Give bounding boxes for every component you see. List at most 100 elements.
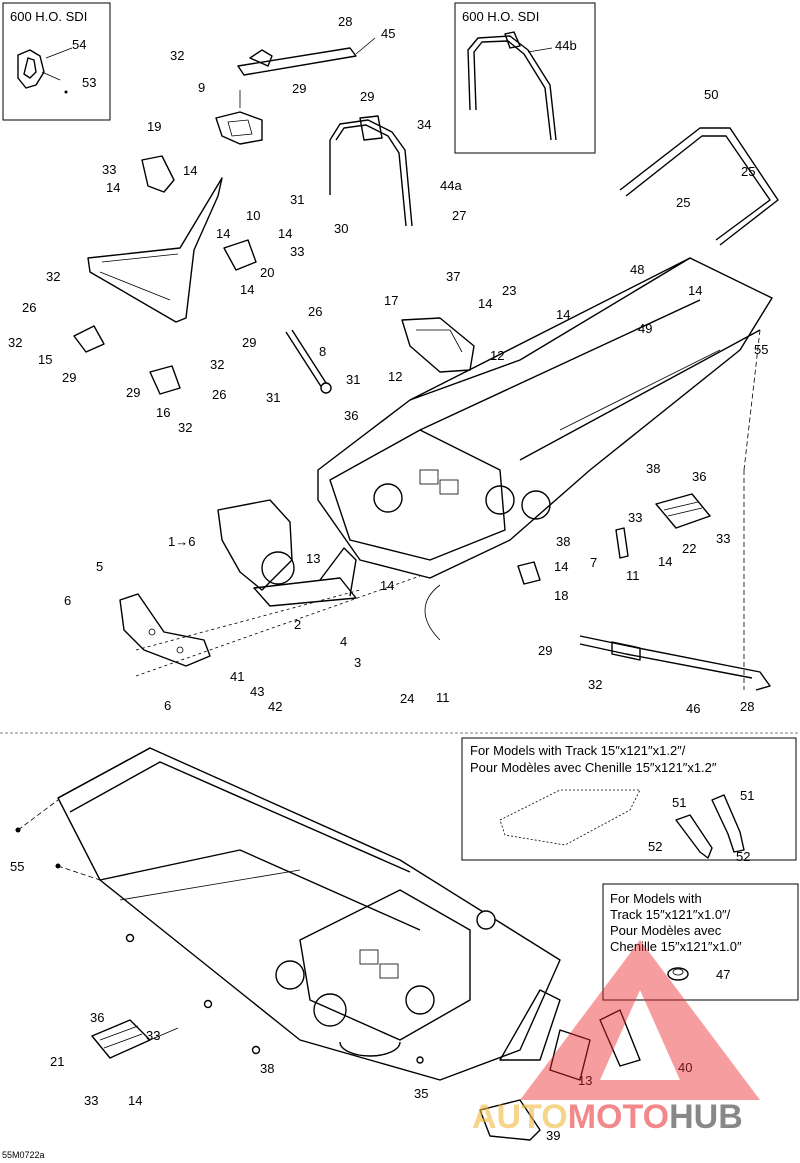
part-44a-hoop [329,115,413,227]
part-17-bracket [401,317,475,373]
callout-label: 53 [82,75,96,90]
callout-label: 55 [754,342,768,357]
callout-label: 43 [250,684,264,699]
part-22-footrest [655,493,711,529]
part-15-16-mounts [73,325,181,395]
callout-labels: 54 53 28 45 32 29 9 50 44b 29 34 19 33 1… [8,14,768,1143]
inset-box-top-left: 600 H.O. SDI [2,2,111,121]
part-18-bracket [517,561,541,585]
callout-label: 32 [210,357,224,372]
callout-label: 6 [64,593,71,608]
callout-label: 14 [106,180,120,195]
callout-label: 36 [344,408,358,423]
callout-label: 23 [502,283,516,298]
callout-label: 12 [490,348,504,363]
part-39-40-13-lower [479,989,641,1141]
inset-box-top-right: 600 H.O. SDI [454,2,596,154]
callout-label: 14 [380,578,394,593]
callout-label: 14 [688,283,702,298]
callout-label: 32 [46,269,60,284]
callout-label: 22 [682,541,696,556]
callout-label: 19 [147,119,161,134]
inset-title-left: 600 H.O. SDI [10,9,87,24]
callout-label: 11 [626,568,640,583]
inset-box-track-12: For Models with Track 15″x121″x1.2″/ Pou… [461,737,797,861]
callout-label: 10 [246,208,260,223]
callout-label: 13 [578,1073,592,1088]
callout-label: 24 [400,691,414,706]
part-21-footrest [91,1019,179,1059]
inset-box-track-10: For Models with Track 15″x121″x1.0″/ Pou… [602,883,799,1001]
callout-label: 29 [360,89,374,104]
part-7-bracket [615,527,629,559]
callout-label: 33 [84,1093,98,1108]
callout-label: 7 [590,555,597,570]
part-55-bolts [15,799,101,881]
callout-label: 33 [716,531,730,546]
callout-label: 26 [22,300,36,315]
callout-label: 35 [414,1086,428,1101]
callout-label: 45 [381,26,395,41]
callout-label: 38 [260,1061,274,1076]
svg-text:AUTOMOTOHUB: AUTOMOTOHUB [472,1098,743,1136]
watermark-text-moto: MOTO [568,1098,669,1136]
callout-label: 28 [740,699,754,714]
callout-label: 40 [678,1060,692,1075]
callout-label: 12 [388,369,402,384]
callout-label: 29 [538,643,552,658]
callout-label: 32 [170,48,184,63]
callout-label: 14 [556,307,570,322]
part-8-strut [285,329,332,394]
part-1-6-bracket [217,499,357,607]
callout-label: 52 [736,849,750,864]
inset-title-right: 600 H.O. SDI [462,9,539,24]
callout-label: 41 [230,669,244,684]
callout-label: 32 [588,677,602,692]
callout-label: 26 [308,304,322,319]
callout-label: 38 [646,461,660,476]
callout-label: 36 [90,1010,104,1025]
callout-label: 25 [676,195,690,210]
callout-label: 51 [740,788,754,803]
callout-label: 5 [96,559,103,574]
callout-label: 47 [716,967,730,982]
callout-label: 44b [555,38,577,53]
callout-label: 11 [436,690,450,705]
watermark-logo: AUTOMOTOHUB [472,940,760,1136]
callout-label: 46 [686,701,700,716]
part-5-plate [119,593,211,667]
part-46-rod [579,635,771,691]
callout-label: 54 [72,37,86,52]
callout-label: 51 [672,795,686,810]
callout-label: 14 [278,226,292,241]
callout-label: 38 [556,534,570,549]
callout-label: 26 [212,387,226,402]
callout-label: 34 [417,117,431,132]
part-45-crossbar [237,37,376,76]
callout-label: 3 [354,655,361,670]
track10-note-line2: Track 15″x121″x1.0″/ [610,907,731,922]
track12-note-line1: For Models with Track 15″x121″x1.2″/ [470,743,686,758]
callout-label: 49 [638,321,652,336]
part-50-bumper [619,127,779,246]
callout-label: 31 [346,372,360,387]
callout-label: 29 [292,81,306,96]
callout-label: 4 [340,634,347,649]
document-id: 55M0722a [2,1150,45,1160]
callout-label: 29 [242,335,256,350]
callout-label: 14 [183,163,197,178]
part-9-bracket [215,90,263,145]
callout-label: 50 [704,87,718,102]
part-10-aframe [87,155,223,323]
callout-label: 18 [554,588,568,603]
watermark-text-hub: HUB [669,1098,743,1136]
track10-note-line4: Chenille 15″x121″x1.0″ [610,939,742,954]
callout-label: 29 [126,385,140,400]
callout-label: 14 [554,559,568,574]
callout-label: 15 [38,352,52,367]
watermark-text-auto: AUTO [472,1098,568,1136]
callout-label: 32 [178,420,192,435]
track12-note-line2: Pour Modèles avec Chenille 15″x121″x1.2″ [470,760,717,775]
callout-label: 27 [452,208,466,223]
